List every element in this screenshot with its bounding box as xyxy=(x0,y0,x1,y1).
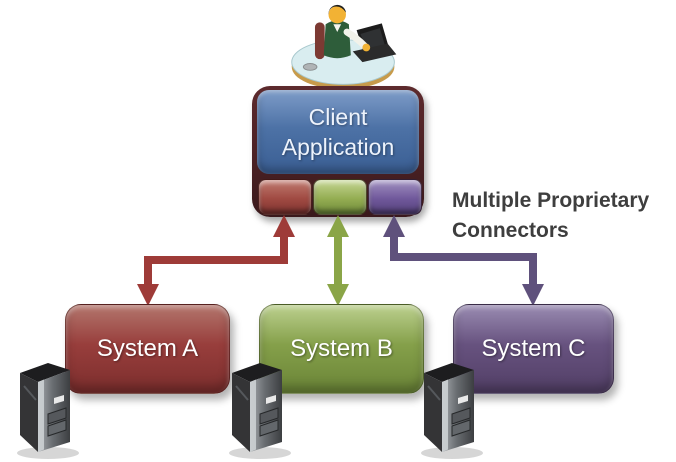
system-a-label: System A xyxy=(96,335,199,362)
proprietary-connector-c[interactable] xyxy=(368,179,422,215)
client-application-box[interactable]: Client Application xyxy=(257,90,419,174)
system-c-label: System C xyxy=(481,335,586,362)
client-application-label: Client Application xyxy=(281,103,395,160)
system-a-box[interactable]: System A xyxy=(65,304,230,394)
user-at-desk-icon xyxy=(291,4,397,90)
server-tower-icon-a xyxy=(17,363,79,459)
server-tower-icon-c xyxy=(421,363,483,459)
arrow-a xyxy=(137,215,295,306)
system-b-box[interactable]: System B xyxy=(259,304,424,394)
system-b-label: System B xyxy=(290,335,393,362)
arrow-b xyxy=(327,215,349,306)
proprietary-connector-a[interactable] xyxy=(258,179,312,215)
system-c-box[interactable]: System C xyxy=(453,304,614,394)
server-tower-icon-b xyxy=(229,363,291,459)
proprietary-connector-b[interactable] xyxy=(313,179,367,215)
connectors-annotation: Multiple Proprietary Connectors xyxy=(452,189,650,242)
